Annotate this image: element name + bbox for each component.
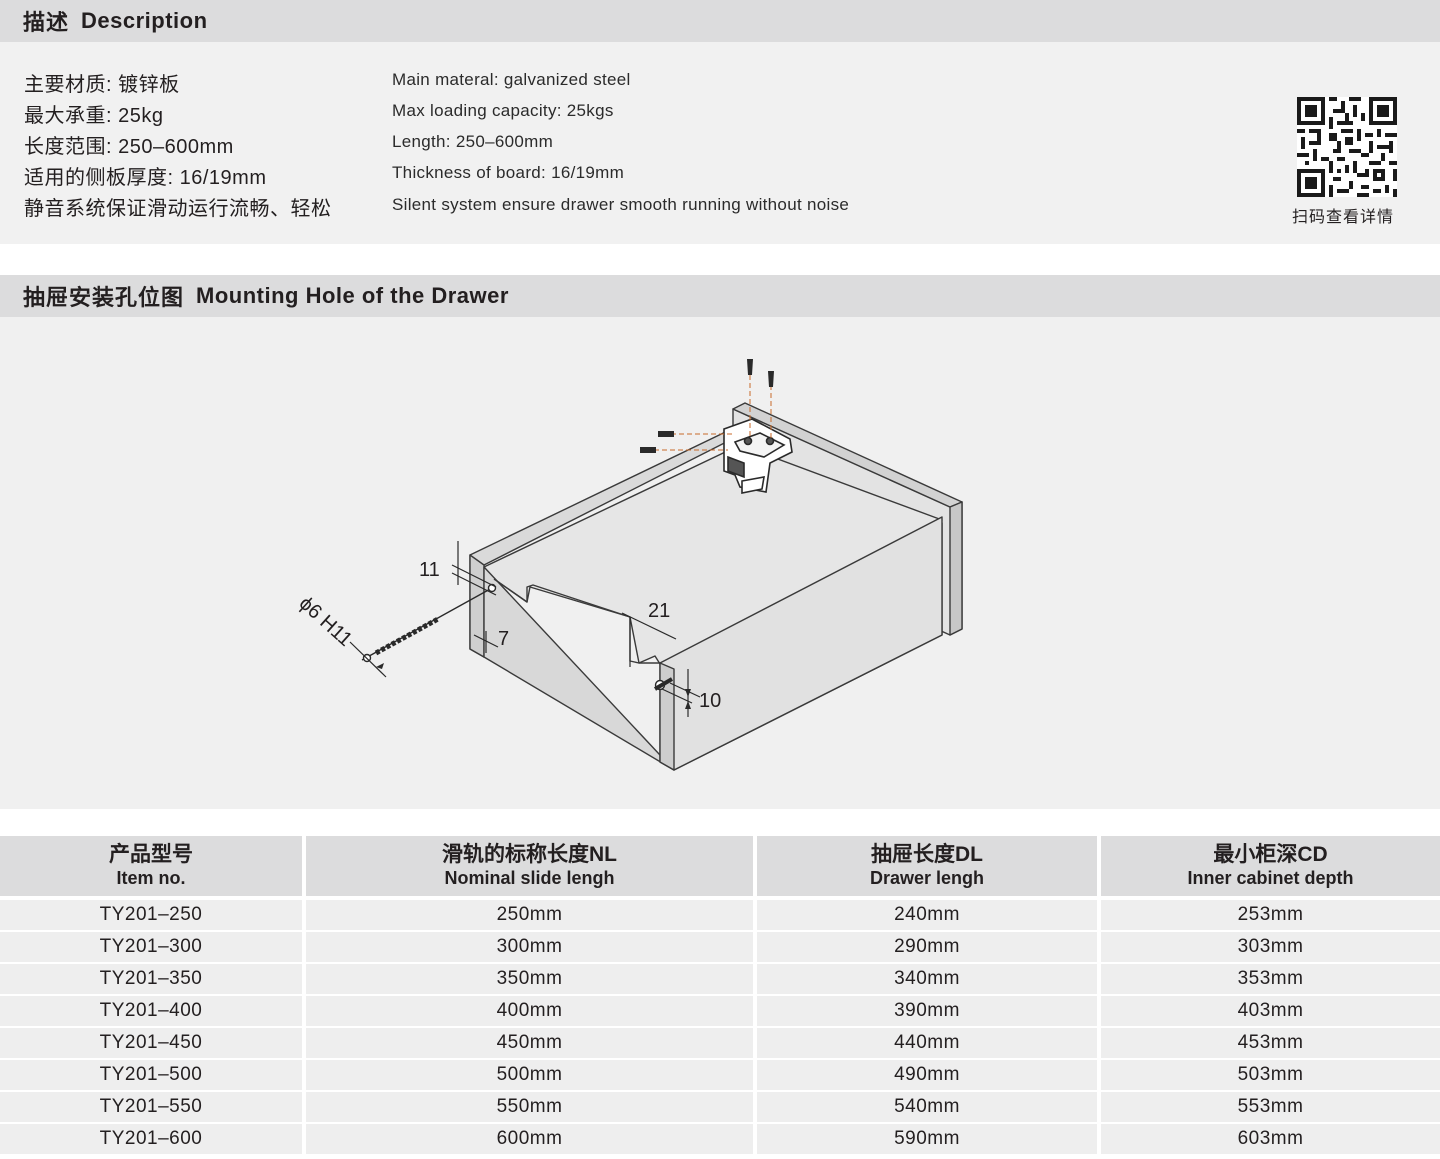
locking-device-icon (723, 418, 793, 494)
drill-bit-icon (361, 583, 674, 691)
cell-cabinet-depth: 353mm (1097, 964, 1440, 996)
spec-thickness-zh: 适用的侧板厚度: 16/19mm (24, 167, 267, 189)
cell-cabinet-depth: 553mm (1097, 1092, 1440, 1124)
cell-item-no: TY201–600 (0, 1124, 302, 1156)
cell-cabinet-depth: 303mm (1097, 932, 1440, 964)
cell-drawer-length: 340mm (753, 964, 1097, 996)
cell-item-no: TY201–400 (0, 996, 302, 1028)
table-row: TY201–450 450mm 440mm 453mm (0, 1028, 1440, 1060)
mounting-header: 抽屉安装孔位图 Mounting Hole of the Drawer (0, 275, 1440, 317)
spec-thickness-en: Thickness of board: 16/19mm (392, 163, 625, 182)
table-header-row: 产品型号 Item no. 滑轨的标称长度NL Nominal slide le… (0, 836, 1440, 896)
screw-icon (658, 431, 674, 437)
description-title-zh: 描述 (23, 10, 70, 35)
cell-nominal-length: 550mm (302, 1092, 753, 1124)
cell-cabinet-depth: 603mm (1097, 1124, 1440, 1156)
dim-10-label: 10 (699, 690, 721, 712)
cell-item-no: TY201–350 (0, 964, 302, 996)
spec-length-zh: 长度范围: 250–600mm (24, 136, 234, 158)
cell-item-no: TY201–450 (0, 1028, 302, 1060)
header-nominal-length-zh: 滑轨的标称长度NL (442, 843, 617, 866)
cell-cabinet-depth: 403mm (1097, 996, 1440, 1028)
header-cabinet-depth-en: Inner cabinet depth (1187, 868, 1354, 888)
cell-drawer-length: 540mm (753, 1092, 1097, 1124)
mounting-title-en: Mounting Hole of the Drawer (196, 283, 509, 308)
qr-code-icon[interactable] (1297, 97, 1397, 197)
drawer-mounting-diagram: 11 7 21 10 ϕ6 H11 (295, 359, 963, 771)
spec-silent-zh: 静音系统保证滑动运行流畅、轻松 (24, 198, 332, 220)
table-row: TY201–550 550mm 540mm 553mm (0, 1092, 1440, 1124)
cell-item-no: TY201–300 (0, 932, 302, 964)
description-header: 描述 Description (0, 0, 1440, 42)
screw-icon (768, 371, 774, 387)
cell-drawer-length: 490mm (753, 1060, 1097, 1092)
header-item-no: 产品型号 Item no. (0, 836, 302, 896)
spec-load-zh: 最大承重: 25kg (24, 105, 164, 127)
bottom-notch (493, 578, 660, 664)
spec-load-en: Max loading capacity: 25kgs (392, 101, 614, 120)
cell-nominal-length: 250mm (302, 900, 753, 932)
cell-drawer-length: 440mm (753, 1028, 1097, 1060)
cell-drawer-length: 390mm (753, 996, 1097, 1028)
table-row: TY201–600 600mm 590mm 603mm (0, 1124, 1440, 1156)
cell-cabinet-depth: 253mm (1097, 900, 1440, 932)
cell-nominal-length: 600mm (302, 1124, 753, 1156)
description-title-en: Description (81, 8, 208, 33)
spec-material-en: Main materal: galvanized steel (392, 70, 631, 89)
table-row: TY201–350 350mm 340mm 353mm (0, 964, 1440, 996)
table-row: TY201–300 300mm 290mm 303mm (0, 932, 1440, 964)
header-nominal-length-en: Nominal slide lengh (444, 868, 615, 888)
cell-drawer-length: 290mm (753, 932, 1097, 964)
cell-cabinet-depth: 453mm (1097, 1028, 1440, 1060)
table-row: TY201–500 500mm 490mm 503mm (0, 1060, 1440, 1092)
cell-drawer-length: 240mm (753, 900, 1097, 932)
drawer-side-panel-face (469, 554, 485, 658)
header-item-no-zh: 产品型号 (109, 843, 193, 866)
screw-icon (747, 359, 753, 375)
header-nominal-length: 滑轨的标称长度NL Nominal slide lengh (302, 836, 753, 896)
table-row: TY201–250 250mm 240mm 253mm (0, 900, 1440, 932)
header-drawer-length-zh: 抽屉长度DL (871, 843, 983, 866)
cell-nominal-length: 450mm (302, 1028, 753, 1060)
description-panel: 主要材质: 镀锌板 最大承重: 25kg 长度范围: 250–600mm 适用的… (0, 42, 1440, 244)
cell-cabinet-depth: 503mm (1097, 1060, 1440, 1092)
cell-item-no: TY201–550 (0, 1092, 302, 1124)
cell-nominal-length: 400mm (302, 996, 753, 1028)
cell-drawer-length: 590mm (753, 1124, 1097, 1156)
cell-nominal-length: 300mm (302, 932, 753, 964)
mounting-title-zh: 抽屉安装孔位图 (23, 285, 185, 310)
spec-length-en: Length: 250–600mm (392, 132, 554, 151)
header-drawer-length: 抽屉长度DL Drawer lengh (753, 836, 1097, 896)
drill-diameter-label: ϕ6 H11 (295, 592, 357, 651)
cell-nominal-length: 500mm (302, 1060, 753, 1092)
header-cabinet-depth: 最小柜深CD Inner cabinet depth (1097, 836, 1440, 896)
spec-table: 产品型号 Item no. 滑轨的标称长度NL Nominal slide le… (0, 836, 1440, 1156)
table-row: TY201–400 400mm 390mm 403mm (0, 996, 1440, 1028)
spec-silent-en: Silent system ensure drawer smooth runni… (392, 195, 850, 214)
cell-item-no: TY201–250 (0, 900, 302, 932)
cell-nominal-length: 350mm (302, 964, 753, 996)
spec-material-zh: 主要材质: 镀锌板 (24, 74, 180, 96)
mounting-diagram-panel: 11 7 21 10 ϕ6 H11 (0, 317, 1440, 809)
dim-7-label: 7 (498, 628, 509, 650)
qr-caption: 扫码查看详情 (1292, 209, 1395, 226)
header-cabinet-depth-zh: 最小柜深CD (1213, 843, 1328, 866)
drawer-back-panel-edge (949, 501, 963, 636)
dim-11-label: 11 (419, 559, 440, 581)
screw-icon (640, 447, 656, 453)
header-drawer-length-en: Drawer lengh (869, 868, 985, 888)
header-item-no-en: Item no. (116, 868, 186, 888)
dim-21-label: 21 (648, 600, 670, 622)
cell-item-no: TY201–500 (0, 1060, 302, 1092)
